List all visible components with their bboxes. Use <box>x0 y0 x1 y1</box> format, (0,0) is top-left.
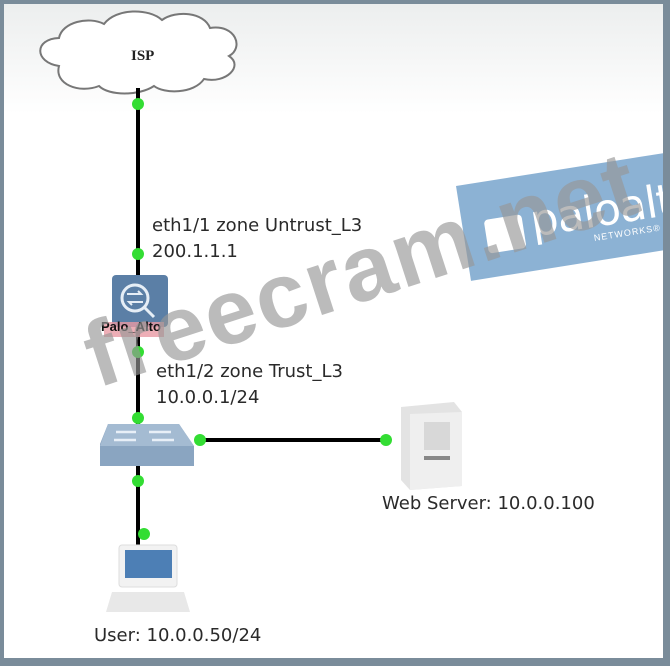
eth1-2-zone-label: eth1/2 zone Trust_L3 <box>156 361 343 382</box>
cloud-icon <box>39 10 238 95</box>
port-user <box>138 528 150 540</box>
laptop-icon[interactable] <box>106 544 190 612</box>
eth1-2-ip-label: 10.0.0.1/24 <box>156 387 260 408</box>
port-server <box>380 434 392 446</box>
web-server-label: Web Server: 10.0.0.100 <box>382 493 595 514</box>
switch-icon[interactable] <box>100 424 194 466</box>
firewall-icon[interactable] <box>104 275 168 337</box>
port-switch-right <box>194 434 206 446</box>
eth1-1-ip-label: 200.1.1.1 <box>152 241 238 262</box>
port-isp <box>132 98 144 110</box>
user-label: User: 10.0.0.50/24 <box>94 625 262 646</box>
server-icon[interactable] <box>401 402 462 490</box>
port-switch-down <box>132 475 144 487</box>
port-eth1-2 <box>132 346 144 358</box>
isp-label: ISP <box>131 48 155 64</box>
eth1-1-zone-label: eth1/1 zone Untrust_L3 <box>152 215 363 236</box>
network-links <box>39 10 462 612</box>
port-switch-up <box>132 412 144 424</box>
port-markers <box>132 98 392 540</box>
diagram-canvas: ISP Palo_Alto eth1/1 zone Untrust_L3 200… <box>4 4 663 658</box>
port-eth1-1 <box>132 248 144 260</box>
firewall-label: Palo_Alto <box>101 319 161 334</box>
